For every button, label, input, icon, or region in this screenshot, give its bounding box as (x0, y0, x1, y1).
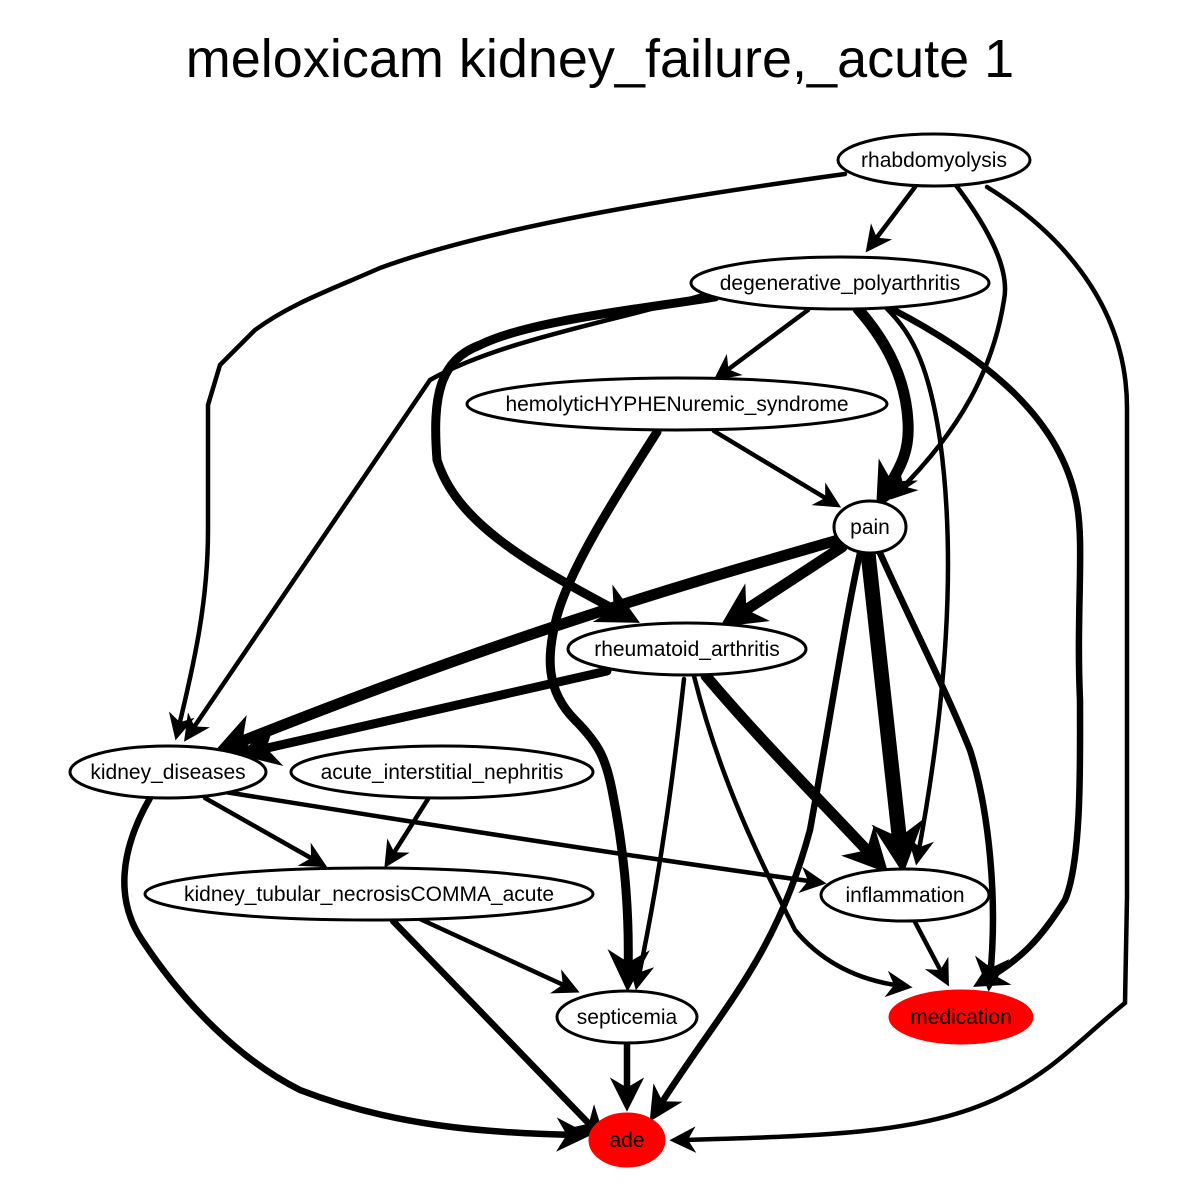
edge-rhabdomyolysis-to-kidney_diseases (168, 171, 848, 741)
node-label: acute_interstitial_nephritis (321, 761, 564, 784)
edge-kidney_tubular_necrosis-to-septicemia (417, 916, 580, 994)
node-ellipse (588, 1112, 666, 1168)
node-acute_interstitial_nephritis[interactable]: acute_interstitial_nephritis (289, 744, 595, 800)
edge-kidney_tubular_necrosis-to-ade (389, 917, 606, 1141)
node-septicemia[interactable]: septicemia (555, 989, 699, 1045)
node-ellipse (289, 744, 595, 800)
node-label: pain (850, 516, 890, 539)
node-inflammation[interactable]: inflammation (819, 867, 991, 923)
edge-rhabdomyolysis-to-degenerative_polyarthritis (865, 184, 918, 253)
node-ellipse (689, 255, 991, 311)
node-pain[interactable]: pain (832, 499, 908, 555)
edge-rheumatoid_arthritis-to-kidney_diseases (237, 666, 612, 767)
node-kidney_tubular_necrosis[interactable]: kidney_tubular_necrosisCOMMA_acute (143, 866, 595, 922)
node-ade[interactable]: ade (588, 1112, 666, 1168)
edge-hemolytic-to-pain (711, 428, 842, 508)
edge-rheumatoid_arthritis-to-medication (691, 673, 913, 998)
edge-pain-to-rheumatoid_arthritis (719, 541, 848, 627)
node-ellipse (888, 989, 1034, 1045)
node-medication[interactable]: medication (888, 989, 1034, 1045)
node-label: ade (609, 1129, 644, 1152)
node-label: kidney_tubular_necrosisCOMMA_acute (184, 883, 554, 906)
edge-acute_interstitial_nephritis-to-kidney_tubular_necrosis (384, 796, 431, 868)
node-label: inflammation (845, 884, 964, 907)
edge-degenerative_polyarthritis-to-medication (888, 305, 1084, 987)
edge-kidney_diseases-to-ade (121, 794, 591, 1152)
edge-rheumatoid_arthritis-to-septicemia (628, 676, 687, 991)
node-label: rhabdomyolysis (861, 149, 1007, 172)
edge-pain-to-medication (876, 549, 1010, 992)
node-ellipse (819, 867, 991, 923)
edge-inflammation-to-medication (912, 919, 949, 987)
edge-degenerative_polyarthritis-to-kidney_diseases (184, 290, 713, 742)
node-ellipse (836, 132, 1032, 188)
edge-degenerative_polyarthritis-to-inflammation (879, 301, 951, 866)
node-kidney_diseases[interactable]: kidney_diseases (68, 744, 268, 800)
edge-pain-to-inflammation (860, 545, 924, 874)
node-label: degenerative_polyarthritis (720, 272, 960, 295)
node-ellipse (465, 376, 889, 432)
edge-rhabdomyolysis-to-pain (890, 181, 1008, 500)
node-ellipse (68, 744, 268, 800)
edge-kidney_diseases-to-kidney_tubular_necrosis (202, 795, 328, 868)
graph-title: meloxicam kidney_failure,_acute 1 (185, 29, 1015, 89)
edge-pain-to-ade (649, 549, 864, 1122)
edge-kidney_diseases-to-inflammation (222, 789, 827, 893)
node-degenerative_polyarthritis[interactable]: degenerative_polyarthritis (689, 255, 991, 311)
edge-degenerative_polyarthritis-to-hemolytic (713, 307, 811, 381)
node-ellipse (566, 621, 808, 677)
node-label: hemolyticHYPHENuremic_syndrome (505, 393, 848, 416)
node-ellipse (143, 866, 595, 922)
node-rheumatoid_arthritis[interactable]: rheumatoid_arthritis (566, 621, 808, 677)
node-ellipse (555, 989, 699, 1045)
node-label: rheumatoid_arthritis (594, 638, 780, 661)
edge-rheumatoid_arthritis-to-inflammation (700, 670, 889, 874)
node-ellipse (832, 499, 908, 555)
node-label: kidney_diseases (90, 761, 245, 784)
edge-degenerative_polyarthritis-to-pain (852, 303, 918, 509)
edge-rhabdomyolysis-to-ade (669, 184, 1130, 1153)
edge-pain-to-kidney_diseases (213, 534, 844, 757)
node-hemolytic[interactable]: hemolyticHYPHENuremic_syndrome (465, 376, 889, 432)
node-label: medication (910, 1006, 1012, 1029)
edge-degenerative_polyarthritis-to-rheumatoid_arthritis (431, 292, 720, 623)
node-rhabdomyolysis[interactable]: rhabdomyolysis (836, 132, 1032, 188)
node-label: septicemia (577, 1006, 678, 1029)
